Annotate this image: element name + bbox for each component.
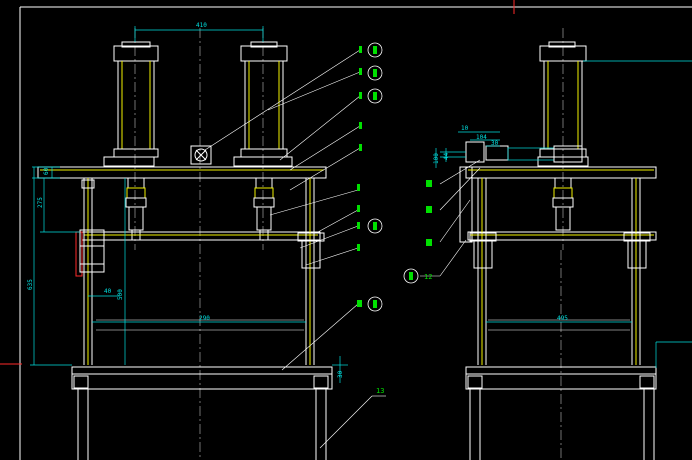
part-balloons: 13 <box>357 42 384 395</box>
side-guide-columns <box>469 178 651 365</box>
solenoid-valve <box>190 145 212 165</box>
side-balloons: 12 <box>403 159 481 284</box>
moving-platen <box>81 231 321 241</box>
side-dimensions: 10 104 30 100 44 495 <box>433 125 632 323</box>
front-view: 410 60 275 635 500 290 40 30 <box>27 22 386 460</box>
front-dimensions: 410 60 275 635 500 290 40 30 <box>27 22 348 383</box>
side-view: 10 104 30 100 44 495 12 <box>403 28 692 460</box>
dim-valve-a: 10 <box>461 125 469 132</box>
right-air-cylinder <box>233 41 293 167</box>
side-air-cylinder <box>537 41 692 167</box>
side-top-plate <box>465 166 657 179</box>
balloon-12-label: 12 <box>424 273 432 281</box>
side-base-table <box>465 341 692 460</box>
left-air-cylinder <box>103 41 159 167</box>
dim-fixture-offset: 40 <box>104 288 112 295</box>
dim-stroke: 500 <box>117 289 124 300</box>
dim-overall-height: 635 <box>27 279 34 290</box>
dim-inner-width: 290 <box>199 315 210 322</box>
guide-columns <box>81 178 325 365</box>
dim-left-b: 44 <box>443 152 450 160</box>
dim-cylinder-spacing: 410 <box>196 22 207 29</box>
dim-valve-c: 30 <box>491 140 499 147</box>
dim-valve-b: 104 <box>476 134 487 141</box>
leader-label-13: 13 <box>376 387 384 395</box>
side-piston-rod <box>552 177 574 231</box>
fixture-detail <box>75 229 105 277</box>
top-plate <box>37 166 327 179</box>
dim-base-gap: 30 <box>337 370 344 378</box>
dim-side-inner-width: 495 <box>557 315 568 322</box>
dim-column-height: 275 <box>37 197 44 208</box>
front-leaders <box>204 49 386 449</box>
base-table <box>71 366 333 460</box>
side-moving-platen <box>467 231 657 241</box>
dim-top-offset: 60 <box>43 167 50 175</box>
dim-left-a: 100 <box>433 153 440 164</box>
